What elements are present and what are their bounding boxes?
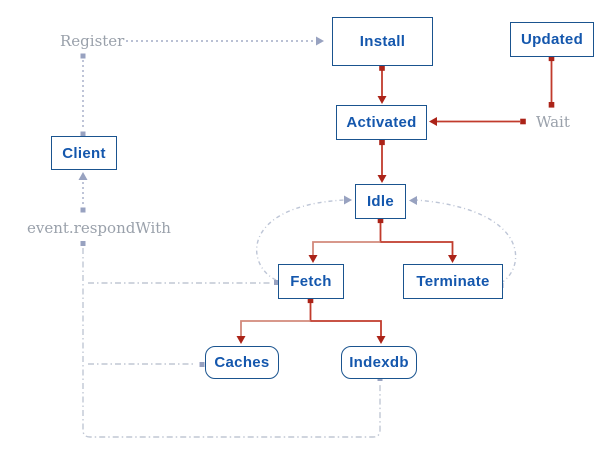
arrowhead-icon <box>429 117 437 126</box>
edge-endpoint-square <box>379 65 385 71</box>
node-updated: Updated <box>510 22 594 57</box>
node-client: Client <box>51 136 117 170</box>
arrowhead-icon <box>377 96 387 104</box>
node-fetch: Fetch <box>278 264 344 299</box>
arrowhead-icon <box>377 175 387 183</box>
edge-label-respondwith: event.respondWith <box>27 219 171 237</box>
node-idle: Idle <box>355 184 406 219</box>
edge-endpoint-square <box>520 118 526 125</box>
arrowhead-icon <box>78 172 88 180</box>
edge-endpoint-square <box>548 55 555 62</box>
edge-idle-fetch <box>312 241 381 256</box>
edge-fetch-caches <box>240 320 311 337</box>
edge-idle-terminate <box>379 222 454 256</box>
arrowhead-icon <box>344 195 352 205</box>
node-terminate: Terminate <box>403 264 503 299</box>
edge-endpoint-square <box>80 53 86 59</box>
edge-endpoint-square <box>377 217 384 224</box>
node-indexdb: Indexdb <box>341 346 417 379</box>
edge-endpoint-square <box>80 241 86 246</box>
edge-label-wait: Wait <box>536 113 570 131</box>
arrowhead-icon <box>448 255 457 263</box>
edge-endpoint-square <box>80 131 86 137</box>
edge-endpoint-square <box>379 139 385 146</box>
arrowhead-icon <box>376 336 386 344</box>
arrowhead-icon <box>409 196 417 205</box>
arrowhead-icon <box>236 336 246 344</box>
edge-endpoint-square <box>199 362 205 367</box>
edge-endpoint-square <box>274 280 279 285</box>
node-caches: Caches <box>205 346 279 379</box>
edge-fetch-indexdb <box>309 302 382 337</box>
edge-endpoint-square <box>307 297 314 304</box>
edge-label-register: Register <box>60 32 125 50</box>
node-activated: Activated <box>336 105 427 140</box>
edge-endpoint-square <box>548 102 555 108</box>
arrowhead-icon <box>316 36 324 46</box>
edge-endpoint-square <box>80 207 86 213</box>
edge-respondwith-trunk <box>82 248 381 438</box>
node-install: Install <box>332 17 433 66</box>
edge-fetch-idle-curve <box>256 199 345 281</box>
arrowhead-icon <box>308 255 318 263</box>
edge-terminate-idle-curve <box>415 199 517 284</box>
